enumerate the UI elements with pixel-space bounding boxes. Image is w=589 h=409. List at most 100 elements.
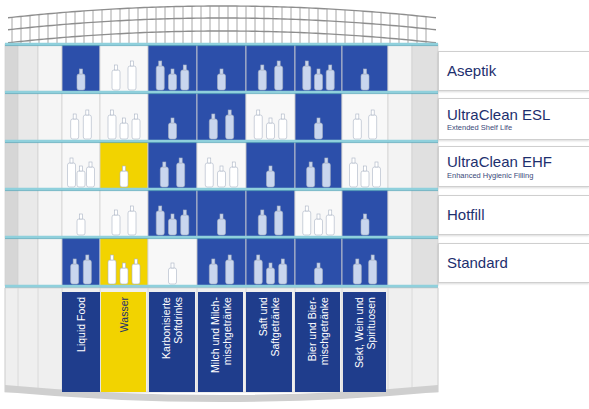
band-label: Saft und Saftgetränke [257, 297, 281, 387]
shelf-cell [100, 44, 148, 92]
bottle [77, 171, 85, 187]
bottle [132, 119, 140, 139]
bottle [71, 264, 79, 284]
bottle-neck [123, 263, 126, 268]
bottle [169, 219, 177, 235]
shelf-cell [197, 237, 246, 286]
bottle-neck [281, 259, 284, 264]
bottle-neck [305, 206, 308, 211]
base-divider [438, 288, 439, 392]
bottle [326, 215, 334, 235]
grill-bar [336, 9, 337, 44]
bottle-neck [371, 255, 374, 260]
bottle [275, 211, 283, 235]
grill-bar [21, 16, 22, 44]
bottle [326, 70, 334, 90]
band-label: Milch und Milch- mischgetränke [208, 297, 232, 387]
product-band: Milch und Milch- mischgetränke [198, 292, 243, 392]
bottle-neck [86, 110, 89, 115]
grill-bar [273, 7, 274, 44]
bottle-neck [220, 214, 223, 219]
bottle [169, 74, 177, 90]
bottle-neck [317, 214, 320, 219]
bottle [279, 264, 287, 284]
grill-bar [363, 11, 364, 44]
bottle [361, 171, 369, 187]
shelf-cell [197, 44, 246, 92]
bottle-neck [257, 110, 260, 115]
bottle [177, 163, 185, 187]
category-tab: Standard [438, 243, 589, 283]
bottle-neck [159, 61, 162, 66]
bottle [322, 163, 330, 187]
grill-bar [147, 7, 148, 44]
category-tab: Aseptik [438, 51, 589, 91]
shelf-cell [246, 92, 295, 141]
bottle-neck [86, 255, 89, 260]
tab-title: Aseptik [447, 62, 581, 79]
shelf-cell [5, 141, 18, 189]
bottle [156, 66, 164, 90]
glass-shelf [5, 140, 438, 143]
base-divider [5, 288, 6, 392]
bottle [373, 167, 381, 187]
bottle-neck [356, 259, 359, 264]
bottle-neck [228, 255, 231, 260]
bottle [77, 74, 85, 90]
shelf-cell [100, 237, 148, 286]
bottle [169, 268, 177, 284]
shelf-cell [38, 92, 62, 141]
grill-bar [75, 12, 76, 44]
shelf-cell [412, 44, 438, 92]
bottle [315, 74, 323, 90]
glass-shelf-edge [5, 190, 438, 191]
shelf-cell [412, 141, 438, 189]
bottle [315, 268, 323, 284]
shelf-cell [148, 237, 197, 286]
bottle [181, 215, 189, 235]
bottle [279, 119, 287, 139]
product-band: Bier und Bier- mischgetränke [295, 292, 340, 392]
shelf-cell [18, 92, 38, 141]
bottle-neck [364, 166, 367, 171]
grill-bar [102, 10, 103, 44]
shelf-cell [295, 44, 342, 92]
base-body [5, 288, 438, 392]
glass-shelf-edge [5, 45, 438, 46]
bottle [267, 123, 275, 139]
bottle [369, 115, 377, 139]
bottle [218, 171, 226, 187]
bottle-neck [220, 166, 223, 171]
bottle-neck [325, 158, 328, 163]
grill-bar [12, 17, 13, 44]
shelf-cell [342, 141, 388, 189]
grill-bar [255, 6, 256, 44]
bottle [77, 219, 85, 235]
product-band: Sekt, Wein und Spirituosen [343, 292, 386, 392]
bottle-neck [179, 158, 182, 163]
tab-title: Hotfill [447, 206, 581, 223]
shelf-cell [62, 44, 100, 92]
base-divider [388, 288, 389, 392]
shelf-cell [342, 92, 388, 141]
glass-shelf [5, 285, 438, 288]
shelf-cell [295, 92, 342, 141]
shelf-cell [388, 44, 412, 92]
bottle [87, 167, 95, 187]
grill-bar [300, 8, 301, 44]
bottle-neck [171, 214, 174, 219]
shelf-cell [342, 237, 388, 286]
bottle-neck [159, 206, 162, 211]
grill-bar [120, 9, 121, 44]
grill-bar [111, 9, 112, 44]
bottle-neck [80, 69, 83, 74]
bottle-neck [364, 69, 367, 74]
shelf-cell [5, 237, 18, 286]
bottle [120, 268, 128, 284]
bottle-neck [183, 65, 186, 70]
bottle-neck [135, 259, 138, 264]
shelf-cell [295, 141, 342, 189]
shelf-cell [38, 141, 62, 189]
glass-shelf [5, 43, 438, 46]
